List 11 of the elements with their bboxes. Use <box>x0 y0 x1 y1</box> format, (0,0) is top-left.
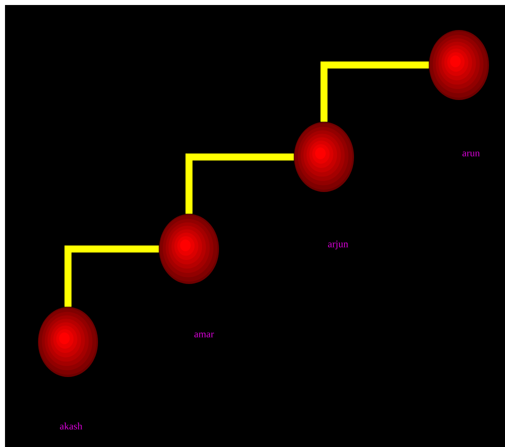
connector <box>320 62 429 122</box>
connector <box>64 246 159 307</box>
sphere <box>38 307 98 377</box>
name-label: akash <box>60 422 82 430</box>
sphere <box>429 30 489 100</box>
sphere <box>159 214 219 284</box>
sphere <box>294 122 354 192</box>
connector <box>186 154 294 214</box>
name-label: arun <box>462 152 480 156</box>
name-label: amar <box>194 332 214 338</box>
name-label: arjun <box>328 240 348 250</box>
